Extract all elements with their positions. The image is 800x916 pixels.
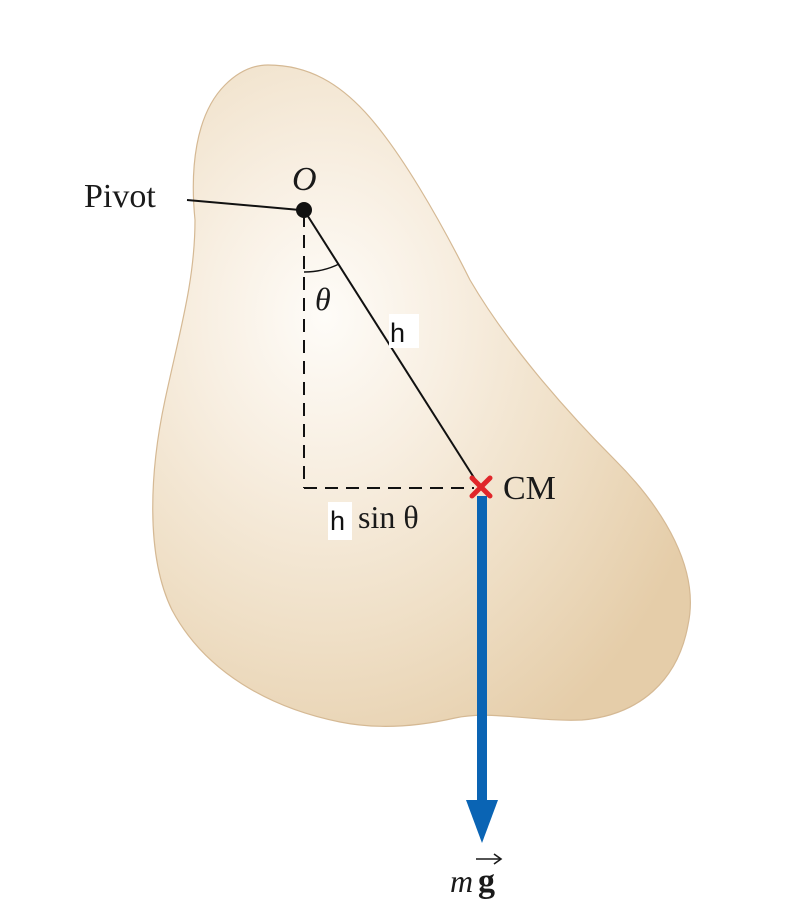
origin-label: O [292, 161, 317, 198]
lever-arm-suffix-label: sin θ [358, 499, 419, 535]
pivot-point [296, 202, 312, 218]
angle-arc [303, 263, 340, 273]
lever-arm-label-background [328, 502, 352, 540]
lever-arm-distance-label: h [330, 506, 345, 536]
center-of-mass-label: CM [503, 470, 556, 507]
vector-arrow-icon [476, 853, 503, 865]
force-vector-label: g [478, 863, 495, 900]
angle-label: θ [315, 281, 331, 317]
distance-label-background [389, 314, 419, 348]
force-mass-label: m [450, 863, 473, 899]
pivot-leader-line [186, 199, 301, 211]
gravity-force-arrow [466, 496, 498, 843]
cm-marker-icon [469, 475, 493, 499]
distance-label: h [390, 318, 405, 348]
pivot-label: Pivot [84, 178, 156, 215]
